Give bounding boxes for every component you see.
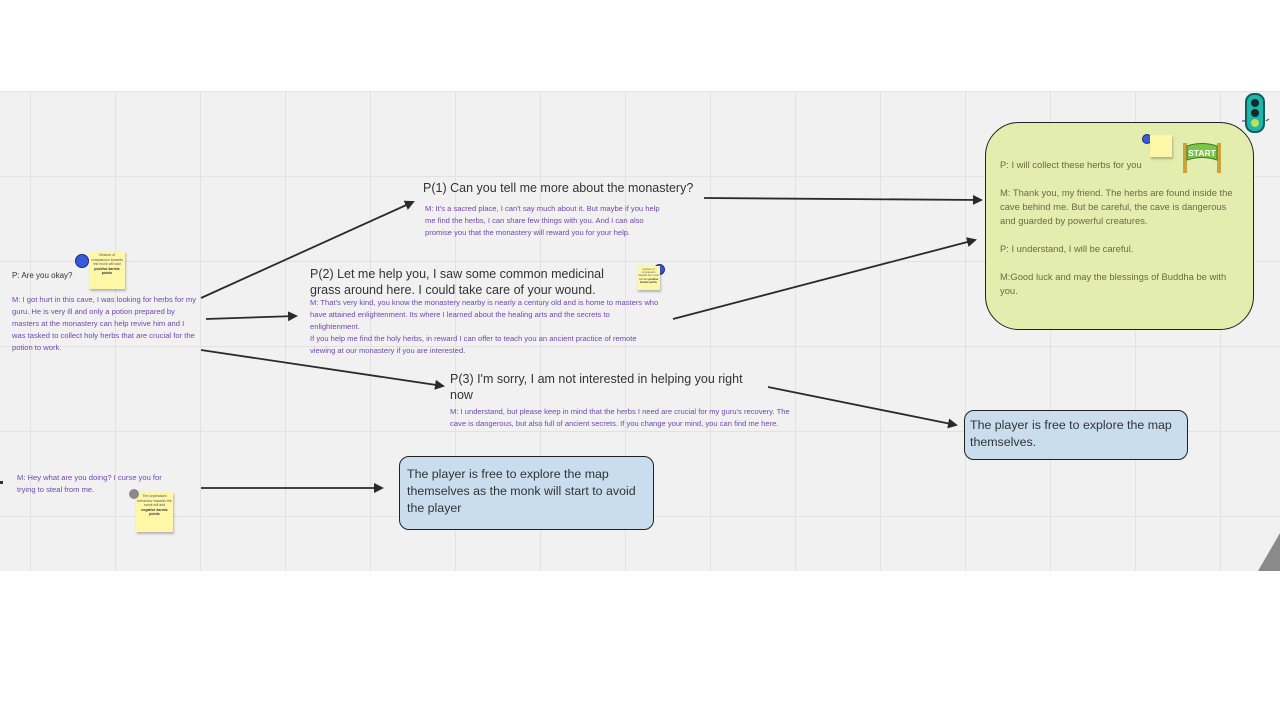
arrow-p1-to-green[interactable] bbox=[703, 194, 983, 205]
monk-avatar-icon bbox=[75, 254, 89, 268]
player-question: P: Are you okay? bbox=[12, 271, 73, 280]
option-p2-prompt[interactable]: P(2) Let me help you, I saw some common … bbox=[310, 267, 604, 297]
option-p1-reply: M: It's a sacred place, I can't say much… bbox=[425, 204, 660, 237]
arrow-to-p1[interactable] bbox=[200, 200, 415, 299]
edge-marker bbox=[0, 481, 3, 484]
outcome-quest-box[interactable]: P: I will collect these herbs for you M:… bbox=[985, 122, 1254, 330]
green-monk-line-2: M:Good luck and may the blessings of Bud… bbox=[1000, 271, 1227, 296]
sticky-note-p2[interactable]: Gesture of compassion towards the monk w… bbox=[637, 266, 660, 290]
monk-story-text: M: I got hurt in this cave, I was lookin… bbox=[12, 295, 197, 352]
corner-shape bbox=[1258, 533, 1280, 571]
sticky-note-text: Gesture of compassion towards the monk w… bbox=[638, 268, 659, 281]
connector-layer bbox=[200, 194, 1280, 571]
sticky-note-text: The unpleasant behaviour towards the mon… bbox=[137, 494, 172, 508]
option-p3-reply: M: I understand, but please keep in mind… bbox=[450, 407, 790, 428]
sticky-note-text: Gesture of compassion towards the monk w… bbox=[91, 253, 123, 267]
start-label: START bbox=[1188, 148, 1217, 158]
sticky-note-bold: positive karmic points bbox=[640, 277, 659, 284]
outcome-avoid-box[interactable]: The player is free to explore the map th… bbox=[399, 456, 654, 530]
outcome-explore-text: The player is free to explore the map th… bbox=[970, 418, 1172, 449]
canvas-board[interactable]: Gesture of compassion towards the monk w… bbox=[0, 91, 1280, 571]
arrow-p2-to-green[interactable] bbox=[672, 237, 977, 320]
option-p2-reply: M: That's very kind, you know the monast… bbox=[310, 298, 659, 331]
outcome-explore-box[interactable]: The player is free to explore the map th… bbox=[964, 410, 1188, 460]
traffic-light-icon[interactable] bbox=[1240, 93, 1272, 135]
option-p3-prompt[interactable]: P(3) I'm sorry, I am not interested in h… bbox=[450, 372, 743, 402]
sticky-note-negative[interactable]: The unpleasant behaviour towards the mon… bbox=[136, 492, 173, 532]
angry-monk-icon bbox=[129, 489, 139, 499]
arrow-p3-to-explore[interactable] bbox=[767, 386, 958, 429]
sticky-note-green[interactable] bbox=[1150, 135, 1172, 157]
arrow-to-p2[interactable] bbox=[205, 311, 298, 322]
monk-curse-text: M: Hey what are you doing? I curse you f… bbox=[17, 473, 162, 494]
sticky-note-bold: negative karmic points bbox=[141, 507, 168, 517]
arrow-to-p3[interactable] bbox=[200, 349, 445, 390]
outcome-avoid-text: The player is free to explore the map th… bbox=[407, 467, 636, 515]
sticky-note-bold: positive karmic points bbox=[94, 266, 120, 276]
green-player-line: P: I will collect these herbs for you bbox=[1000, 159, 1142, 170]
sticky-note-positive[interactable]: Gesture of compassion towards the monk w… bbox=[89, 251, 125, 289]
option-p2-reply-offer: If you help me find the holy herbs, in r… bbox=[310, 334, 637, 355]
option-p1-prompt[interactable]: P(1) Can you tell me more about the mona… bbox=[423, 181, 694, 195]
green-player-line-2: P: I understand, I will be careful. bbox=[1000, 243, 1134, 254]
green-monk-line: M: Thank you, my friend. The herbs are f… bbox=[1000, 187, 1233, 226]
start-banner-icon: START bbox=[1183, 143, 1221, 173]
